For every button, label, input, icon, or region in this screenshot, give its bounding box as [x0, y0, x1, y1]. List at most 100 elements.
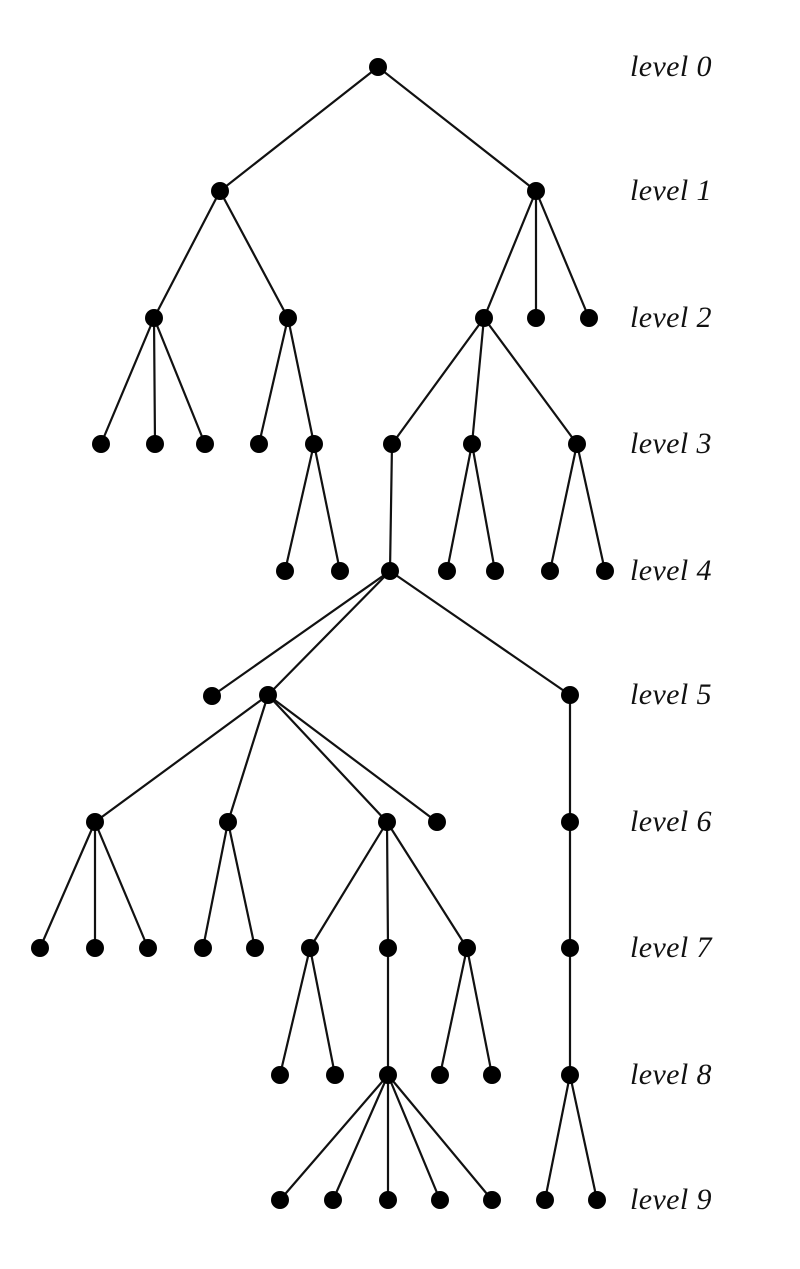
tree-edge [548, 442, 579, 573]
tree-node[interactable] [194, 939, 212, 957]
tree-edge [210, 569, 392, 698]
tree-node[interactable] [561, 939, 579, 957]
node-layer [31, 58, 614, 1209]
tree-node[interactable] [379, 1066, 397, 1084]
tree-edge [386, 1073, 442, 1202]
tree-edge [388, 442, 394, 573]
tree-edge [568, 1073, 599, 1202]
tree-node[interactable] [438, 562, 456, 580]
tree-node[interactable] [527, 182, 545, 200]
tree-node[interactable] [301, 939, 319, 957]
tree-edge [283, 442, 316, 573]
tree-edge [388, 569, 572, 697]
label-level-1: level 1 [630, 174, 712, 207]
tree-edge [38, 820, 97, 950]
tree-node[interactable] [271, 1191, 289, 1209]
tree-node[interactable] [561, 686, 579, 704]
tree-edge [93, 820, 150, 950]
tree-edge [575, 442, 607, 573]
tree-edge [438, 946, 469, 1077]
label-level-4: level 4 [630, 554, 712, 587]
tree-node[interactable] [541, 562, 559, 580]
tree-edge [308, 946, 337, 1077]
tree-node[interactable] [31, 939, 49, 957]
tree-node[interactable] [475, 309, 493, 327]
tree-node[interactable] [431, 1066, 449, 1084]
tree-node[interactable] [580, 309, 598, 327]
tree-node[interactable] [271, 1066, 289, 1084]
tree-node[interactable] [431, 1191, 449, 1209]
tree-node[interactable] [379, 1191, 397, 1209]
tree-node[interactable] [588, 1191, 606, 1209]
tree-edge [286, 316, 316, 446]
tree-edge [93, 693, 270, 824]
tree-edge [257, 316, 290, 446]
tree-edge [543, 1073, 572, 1202]
tree-edge [218, 189, 290, 320]
label-level-8: level 8 [630, 1058, 712, 1091]
tree-node[interactable] [381, 562, 399, 580]
tree-edge [482, 189, 538, 320]
tree-node[interactable] [379, 939, 397, 957]
tree-edge [278, 1073, 390, 1202]
tree-node[interactable] [203, 687, 221, 705]
tree-edge [331, 1073, 390, 1202]
tree-edge [445, 442, 474, 573]
tree-node[interactable] [527, 309, 545, 327]
tree-node[interactable] [596, 562, 614, 580]
tree-edge [465, 946, 494, 1077]
tree-edge [152, 316, 207, 446]
tree-edge [312, 442, 342, 573]
tree-node[interactable] [211, 182, 229, 200]
tree-node[interactable] [383, 435, 401, 453]
label-level-6: level 6 [630, 805, 712, 838]
tree-node[interactable] [259, 686, 277, 704]
tree-edge [376, 65, 538, 193]
tree-node[interactable] [145, 309, 163, 327]
tree-node[interactable] [486, 562, 504, 580]
tree-edge [201, 820, 230, 950]
tree-node[interactable] [279, 309, 297, 327]
tree-node[interactable] [458, 939, 476, 957]
tree-node[interactable] [561, 813, 579, 831]
tree-edge [386, 1073, 494, 1202]
tree-node[interactable] [246, 939, 264, 957]
tree-edge [482, 316, 579, 446]
tree-node[interactable] [196, 435, 214, 453]
tree-node[interactable] [92, 435, 110, 453]
tree-node[interactable] [139, 939, 157, 957]
tree-node[interactable] [250, 435, 268, 453]
tree-node[interactable] [331, 562, 349, 580]
label-level-9: level 9 [630, 1183, 712, 1216]
tree-node[interactable] [86, 813, 104, 831]
tree-node[interactable] [536, 1191, 554, 1209]
tree-node[interactable] [463, 435, 481, 453]
tree-node[interactable] [86, 939, 104, 957]
tree-edge [470, 442, 497, 573]
tree-node[interactable] [483, 1191, 501, 1209]
tree-edge [99, 316, 156, 446]
edge-layer [38, 65, 607, 1202]
tree-edge [266, 693, 389, 824]
label-level-0: level 0 [630, 50, 712, 83]
tree-node[interactable] [428, 813, 446, 831]
tree-edge [266, 569, 392, 697]
label-level-3: level 3 [630, 427, 712, 460]
tree-node[interactable] [561, 1066, 579, 1084]
tree-node[interactable] [219, 813, 237, 831]
tree-node[interactable] [324, 1191, 342, 1209]
tree-edge [152, 189, 222, 320]
tree-node[interactable] [326, 1066, 344, 1084]
tree-node[interactable] [568, 435, 586, 453]
label-level-7: level 7 [630, 931, 712, 964]
tree-node[interactable] [276, 562, 294, 580]
tree-edge [308, 820, 389, 950]
tree-node[interactable] [378, 813, 396, 831]
tree-edge [390, 316, 486, 446]
tree-node[interactable] [305, 435, 323, 453]
tree-node[interactable] [146, 435, 164, 453]
tree-node[interactable] [369, 58, 387, 76]
tree-node[interactable] [483, 1066, 501, 1084]
